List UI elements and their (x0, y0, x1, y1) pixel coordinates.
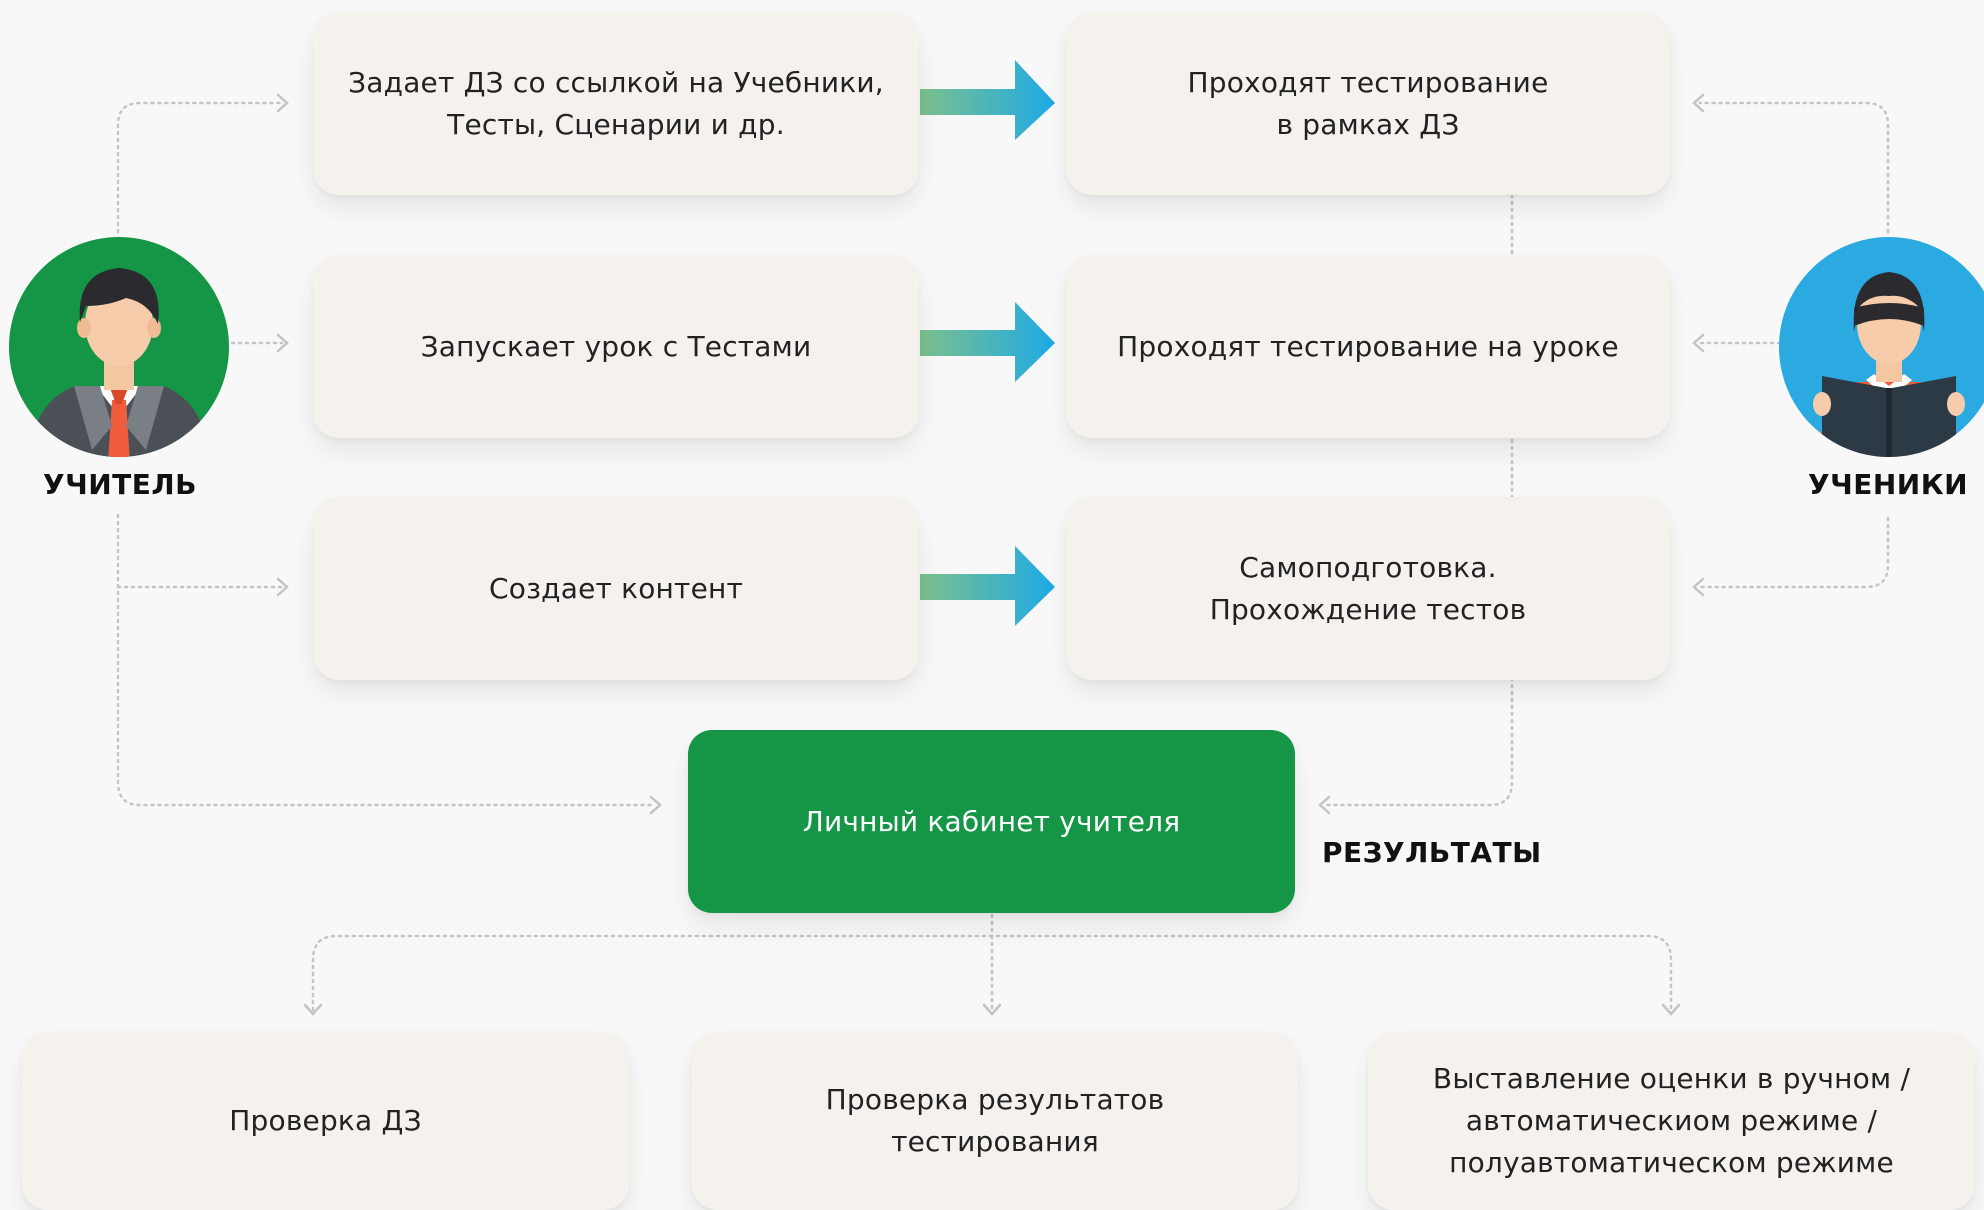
student-action-homework: Проходят тестирование в рамках ДЗ (1066, 12, 1670, 195)
arrowhead (1692, 577, 1705, 597)
arrowhead (276, 93, 289, 113)
teacher-connector-top (116, 101, 284, 234)
arrowhead (1661, 1003, 1681, 1016)
students-label: УЧЕНИКИ (1807, 468, 1969, 501)
student-action-self-study: Самоподготовка. Прохождение тестов (1066, 497, 1670, 680)
teacher-action-lesson-label: Запускает урок с Тестами (420, 329, 812, 363)
teacher-action-homework-label: Задает ДЗ со ссылкой на Учебники, Тесты,… (348, 65, 884, 141)
student-action-self-study-label: Самоподготовка. Прохождение тестов (1209, 550, 1527, 626)
arrowhead (276, 333, 289, 353)
student-connector-top (1698, 101, 1890, 234)
outcome-homework-check: Проверка ДЗ (22, 1032, 629, 1210)
outcome-test-results: Проверка результатов тестирования (692, 1032, 1298, 1210)
teacher-label: УЧИТЕЛЬ (43, 468, 197, 501)
teacher-action-content: Создает контент (313, 497, 919, 680)
teacher-connector-bottom (116, 513, 657, 807)
teacher-action-content-label: Создает контент (488, 571, 744, 605)
arrowhead (1692, 333, 1705, 353)
flow-arrow-icon (920, 60, 1055, 140)
outcome-test-results-label: Проверка результатов тестирования (825, 1083, 1165, 1158)
teacher-dashboard-label: Личный кабинет учителя (802, 804, 1181, 838)
teacher-action-lesson: Запускает урок с Тестами (313, 255, 919, 438)
outcome-grading: Выставление оценки в ручном / автоматиче… (1368, 1032, 1975, 1210)
arrowhead (303, 1003, 323, 1016)
arrowhead (1318, 795, 1331, 815)
outcome-grading-label: Выставление оценки в ручном / автоматиче… (1432, 1062, 1911, 1179)
teacher-action-homework: Задает ДЗ со ссылкой на Учебники, Тесты,… (313, 12, 919, 195)
student-avatar-icon (1779, 237, 1984, 457)
arrowhead (649, 795, 662, 815)
flow-arrow-icon (920, 302, 1055, 382)
arrowhead (1692, 93, 1705, 113)
teacher-avatar-icon (9, 237, 229, 457)
teacher-dashboard-box: Личный кабинет учителя (688, 730, 1295, 913)
outcome-homework-check-label: Проверка ДЗ (229, 1104, 422, 1137)
student-action-homework-label: Проходят тестирование в рамках ДЗ (1187, 65, 1549, 141)
student-connector-bottom (1698, 516, 1890, 589)
results-label: РЕЗУЛЬТАТЫ (1322, 836, 1542, 869)
student-action-lesson-label: Проходят тестирование на уроке (1117, 329, 1619, 363)
results-connector (1323, 193, 1514, 807)
student-action-lesson: Проходят тестирование на уроке (1066, 255, 1670, 438)
arrowhead (982, 1003, 1002, 1016)
arrowhead (276, 577, 289, 597)
flow-arrow-icon (920, 546, 1055, 626)
